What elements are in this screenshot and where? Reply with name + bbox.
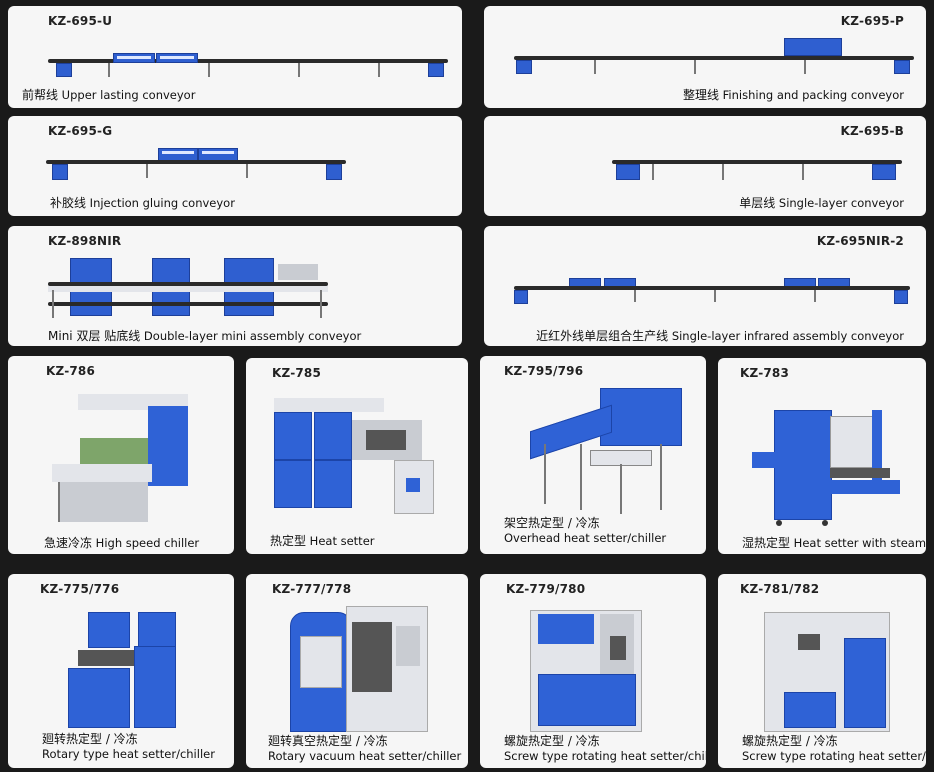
product-code: KZ-781/782 — [740, 582, 820, 596]
product-label: 前帮线 Upper lasting conveyor — [22, 88, 196, 102]
product-code: KZ-695-G — [48, 124, 113, 138]
product-card-kz-777-778[interactable]: KZ-777/778 廻转真空热定型 / 冷冻 Rotary vacuum he… — [246, 574, 468, 768]
product-code: KZ-786 — [46, 364, 96, 378]
product-card-kz-795-796[interactable]: KZ-795/796 架空热定型 / 冷冻 Overhead heat sett… — [480, 356, 706, 554]
machine-illustration — [68, 606, 188, 736]
product-card-kz-775-776[interactable]: KZ-775/776 廻转热定型 / 冷冻 Rotary type heat s… — [8, 574, 234, 768]
product-code: KZ-775/776 — [40, 582, 120, 596]
product-card-kz-779-780[interactable]: KZ-779/780 螺旋热定型 / 冷冻 Screw type rotatin… — [480, 574, 706, 768]
product-label: 螺旋热定型 / 冷冻 Screw type rotating heat sett… — [504, 734, 706, 763]
product-label: 整理线 Finishing and packing conveyor — [682, 88, 904, 102]
conveyor-illustration — [48, 51, 448, 81]
product-card-kz-695-u[interactable]: KZ-695-U 前帮线 Upper lasting conveyor — [8, 6, 462, 108]
product-card-kz-695-p[interactable]: KZ-695-P 整理线 Finishing and packing conve… — [484, 6, 926, 108]
conveyor-illustration — [514, 38, 914, 78]
product-code: KZ-695-P — [840, 14, 904, 28]
machine-illustration — [48, 394, 188, 524]
conveyor-illustration — [612, 156, 902, 190]
product-label: 螺旋热定型 / 冷冻 Screw type rotating heat sett… — [742, 734, 926, 763]
product-code: KZ-898NIR — [48, 234, 122, 248]
product-code: KZ-783 — [740, 366, 790, 380]
product-card-kz-785[interactable]: KZ-785 热定型 Heat setter — [246, 358, 468, 554]
product-label: 补胶线 Injection gluing conveyor — [50, 196, 235, 210]
product-label: 湿热定型 Heat setter with steam — [742, 536, 926, 550]
product-code: KZ-777/778 — [272, 582, 352, 596]
product-label: 急速冷冻 High speed chiller — [44, 536, 200, 550]
product-label: 廻转真空热定型 / 冷冻 Rotary vacuum heat setter/c… — [268, 734, 462, 763]
machine-illustration — [290, 606, 430, 736]
product-card-kz-898nir[interactable]: KZ-898NIR Mini 双层 贴底线 Double-layer mini … — [8, 226, 462, 346]
product-code: KZ-695-U — [48, 14, 113, 28]
product-label: 架空热定型 / 冷冻 Overhead heat setter/chiller — [504, 516, 667, 545]
product-label: Mini 双层 贴底线 Double-layer mini assembly c… — [48, 329, 362, 343]
product-code: KZ-695NIR-2 — [816, 234, 904, 248]
product-card-kz-781-782[interactable]: KZ-781/782 螺旋热定型 / 冷冻 Screw type rotatin… — [718, 574, 926, 768]
product-label: 近红外线单层组合生产线 Single-layer infrared assemb… — [536, 329, 904, 343]
machine-illustration — [274, 398, 434, 518]
conveyor-illustration — [48, 254, 328, 320]
product-code: KZ-795/796 — [504, 364, 584, 378]
product-card-kz-786[interactable]: KZ-786 急速冷冻 High speed chiller — [8, 356, 234, 554]
machine-illustration — [520, 388, 690, 518]
product-code: KZ-785 — [272, 366, 322, 380]
machine-illustration — [530, 606, 650, 736]
product-label: 热定型 Heat setter — [270, 534, 375, 548]
product-label: 单层线 Single-layer conveyor — [739, 196, 904, 210]
conveyor-illustration — [514, 276, 910, 306]
conveyor-illustration — [46, 146, 346, 186]
product-card-kz-695nir-2[interactable]: KZ-695NIR-2 近红外线单层组合生产线 Single-layer inf… — [484, 226, 926, 346]
product-label: 廻转热定型 / 冷冻 Rotary type heat setter/chill… — [42, 732, 215, 761]
product-code: KZ-779/780 — [506, 582, 586, 596]
product-card-kz-695-g[interactable]: KZ-695-G 补胶线 Injection gluing conveyor — [8, 116, 462, 216]
machine-illustration — [748, 402, 908, 532]
product-code: KZ-695-B — [840, 124, 904, 138]
product-card-kz-695-b[interactable]: KZ-695-B 单层线 Single-layer conveyor — [484, 116, 926, 216]
machine-illustration — [764, 608, 894, 732]
product-card-kz-783[interactable]: KZ-783 湿热定型 Heat setter with steam — [718, 358, 926, 554]
